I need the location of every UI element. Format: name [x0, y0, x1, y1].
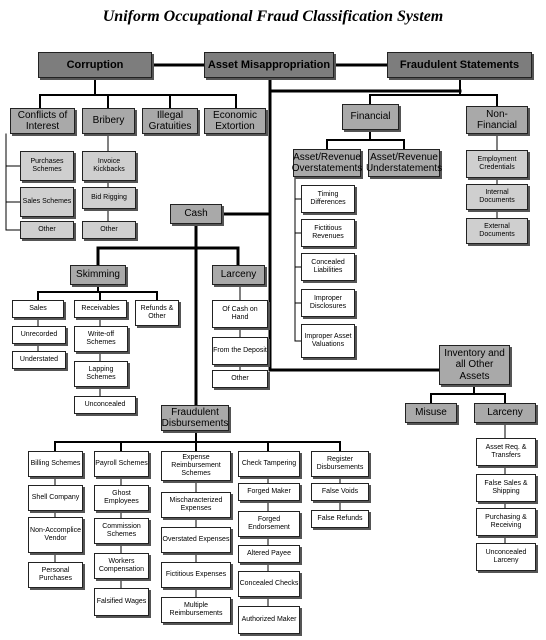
node-check-tampering: Check Tampering: [238, 451, 300, 477]
node-non-financial: Non-Financial: [466, 106, 528, 134]
node-forged-endorsement: Forged Endorsement: [238, 511, 300, 537]
node-asset-revenue-understatements: Asset/Revenue Understatements: [366, 149, 442, 177]
node-employment-credentials: Employment Credentials: [466, 150, 528, 178]
node-false-refunds: False Refunds: [311, 510, 369, 528]
node-purchasing-receiving: Purchasing & Receiving: [476, 508, 536, 536]
node-multiple-reimbursements: Multiple Reimbursements: [161, 597, 231, 623]
node-falsified-wages: Falsified Wages: [94, 588, 149, 616]
node-bid-rigging: Bid Rigging: [82, 187, 136, 209]
node-billing-schemes: Billing Schemes: [28, 451, 83, 477]
node-coi-other: Other: [20, 221, 74, 239]
node-bribery: Bribery: [82, 108, 135, 134]
node-mischaracterized-expenses: Mischaracterized Expenses: [161, 492, 231, 518]
node-illegal-gratuities: Illegal Gratuities: [142, 108, 198, 134]
node-fictitious-expenses: Fictitious Expenses: [161, 562, 231, 588]
node-of-cash-on-hand: Of Cash on Hand: [212, 300, 268, 328]
node-concealed-checks: Concealed Checks: [238, 571, 300, 597]
node-unrecorded: Unrecorded: [12, 326, 66, 344]
node-commission-schemes: Commission Schemes: [94, 518, 149, 544]
node-understated: Understated: [12, 351, 66, 369]
node-receivables: Receivables: [74, 300, 127, 318]
node-non-accomplice-vendor: Non-Accomplice Vendor: [28, 517, 83, 553]
node-purchases-schemes: Purchases Schemes: [20, 151, 74, 181]
node-payroll-schemes: Payroll Schemes: [94, 451, 149, 477]
node-invoice-kickbacks: Invoice Kickbacks: [82, 151, 136, 181]
node-refunds-other: Refunds & Other: [135, 300, 179, 326]
node-overstated-expenses: Overstated Expenses: [161, 527, 231, 553]
node-from-the-deposit: From the Deposit: [212, 337, 268, 365]
node-shell-company: Shell Company: [28, 485, 83, 511]
node-personal-purchases: Personal Purchases: [28, 562, 83, 588]
node-write-off-schemes: Write-off Schemes: [74, 326, 128, 352]
node-larceny-other: Other: [212, 370, 268, 388]
node-cash: Cash: [170, 204, 222, 224]
node-conflicts-of-interest: Conflicts of Interest: [10, 108, 75, 134]
node-sales-schemes: Sales Schemes: [20, 187, 74, 217]
node-unconcealed: Unconcealed: [74, 396, 136, 414]
node-false-sales-shipping: False Sales & Shipping: [476, 474, 536, 502]
node-economic-extortion: Economic Extortion: [204, 108, 266, 134]
node-ghost-employees: Ghost Employees: [94, 485, 149, 511]
node-unconcealed-larceny: Unconcealed Larceny: [476, 543, 536, 571]
node-fictitious-revenues: Fictitious Revenues: [301, 219, 355, 247]
node-forged-maker: Forged Maker: [238, 483, 300, 501]
node-bribery-other: Other: [82, 221, 136, 239]
node-larceny-cash: Larceny: [212, 265, 265, 285]
node-misuse: Misuse: [405, 403, 457, 423]
node-internal-documents: Internal Documents: [466, 184, 528, 210]
node-sales: Sales: [12, 300, 64, 318]
node-false-voids: False Voids: [311, 483, 369, 501]
node-concealed-liabilities: Concealed Liabilities: [301, 253, 355, 281]
node-workers-compensation: Workers Compensation: [94, 553, 149, 579]
node-larceny-inventory: Larceny: [474, 403, 536, 423]
node-external-documents: External Documents: [466, 218, 528, 244]
node-fraudulent-disbursements: Fraudulent Disbursements: [161, 405, 229, 431]
node-fraudulent-statements: Fraudulent Statements: [387, 52, 532, 78]
node-lapping-schemes: Lapping Schemes: [74, 361, 128, 387]
node-improper-disclosures: Improper Disclosures: [301, 289, 355, 317]
node-inventory-all-other-assets: Inventory and all Other Assets: [439, 345, 510, 385]
node-corruption: Corruption: [38, 52, 152, 78]
node-improper-asset-valuations: Improper Asset Valuations: [301, 324, 355, 358]
node-timing-differences: Timing Differences: [301, 185, 355, 213]
node-financial: Financial: [342, 104, 399, 130]
diagram-title: Uniform Occupational Fraud Classificatio…: [102, 8, 444, 25]
node-register-disbursements: Register Disbursements: [311, 451, 369, 477]
node-skimming: Skimming: [70, 265, 126, 285]
node-asset-misappropriation: Asset Misappropriation: [204, 52, 334, 78]
node-asset-req-transfers: Asset Req. & Transfers: [476, 438, 536, 466]
node-authorized-maker: Authorized Maker: [238, 606, 300, 634]
node-asset-revenue-overstatements: Asset/Revenue Overstatements: [292, 149, 362, 177]
node-altered-payee: Altered Payee: [238, 545, 300, 563]
node-expense-reimbursement-schemes: Expense Reimbursement Schemes: [161, 451, 231, 481]
